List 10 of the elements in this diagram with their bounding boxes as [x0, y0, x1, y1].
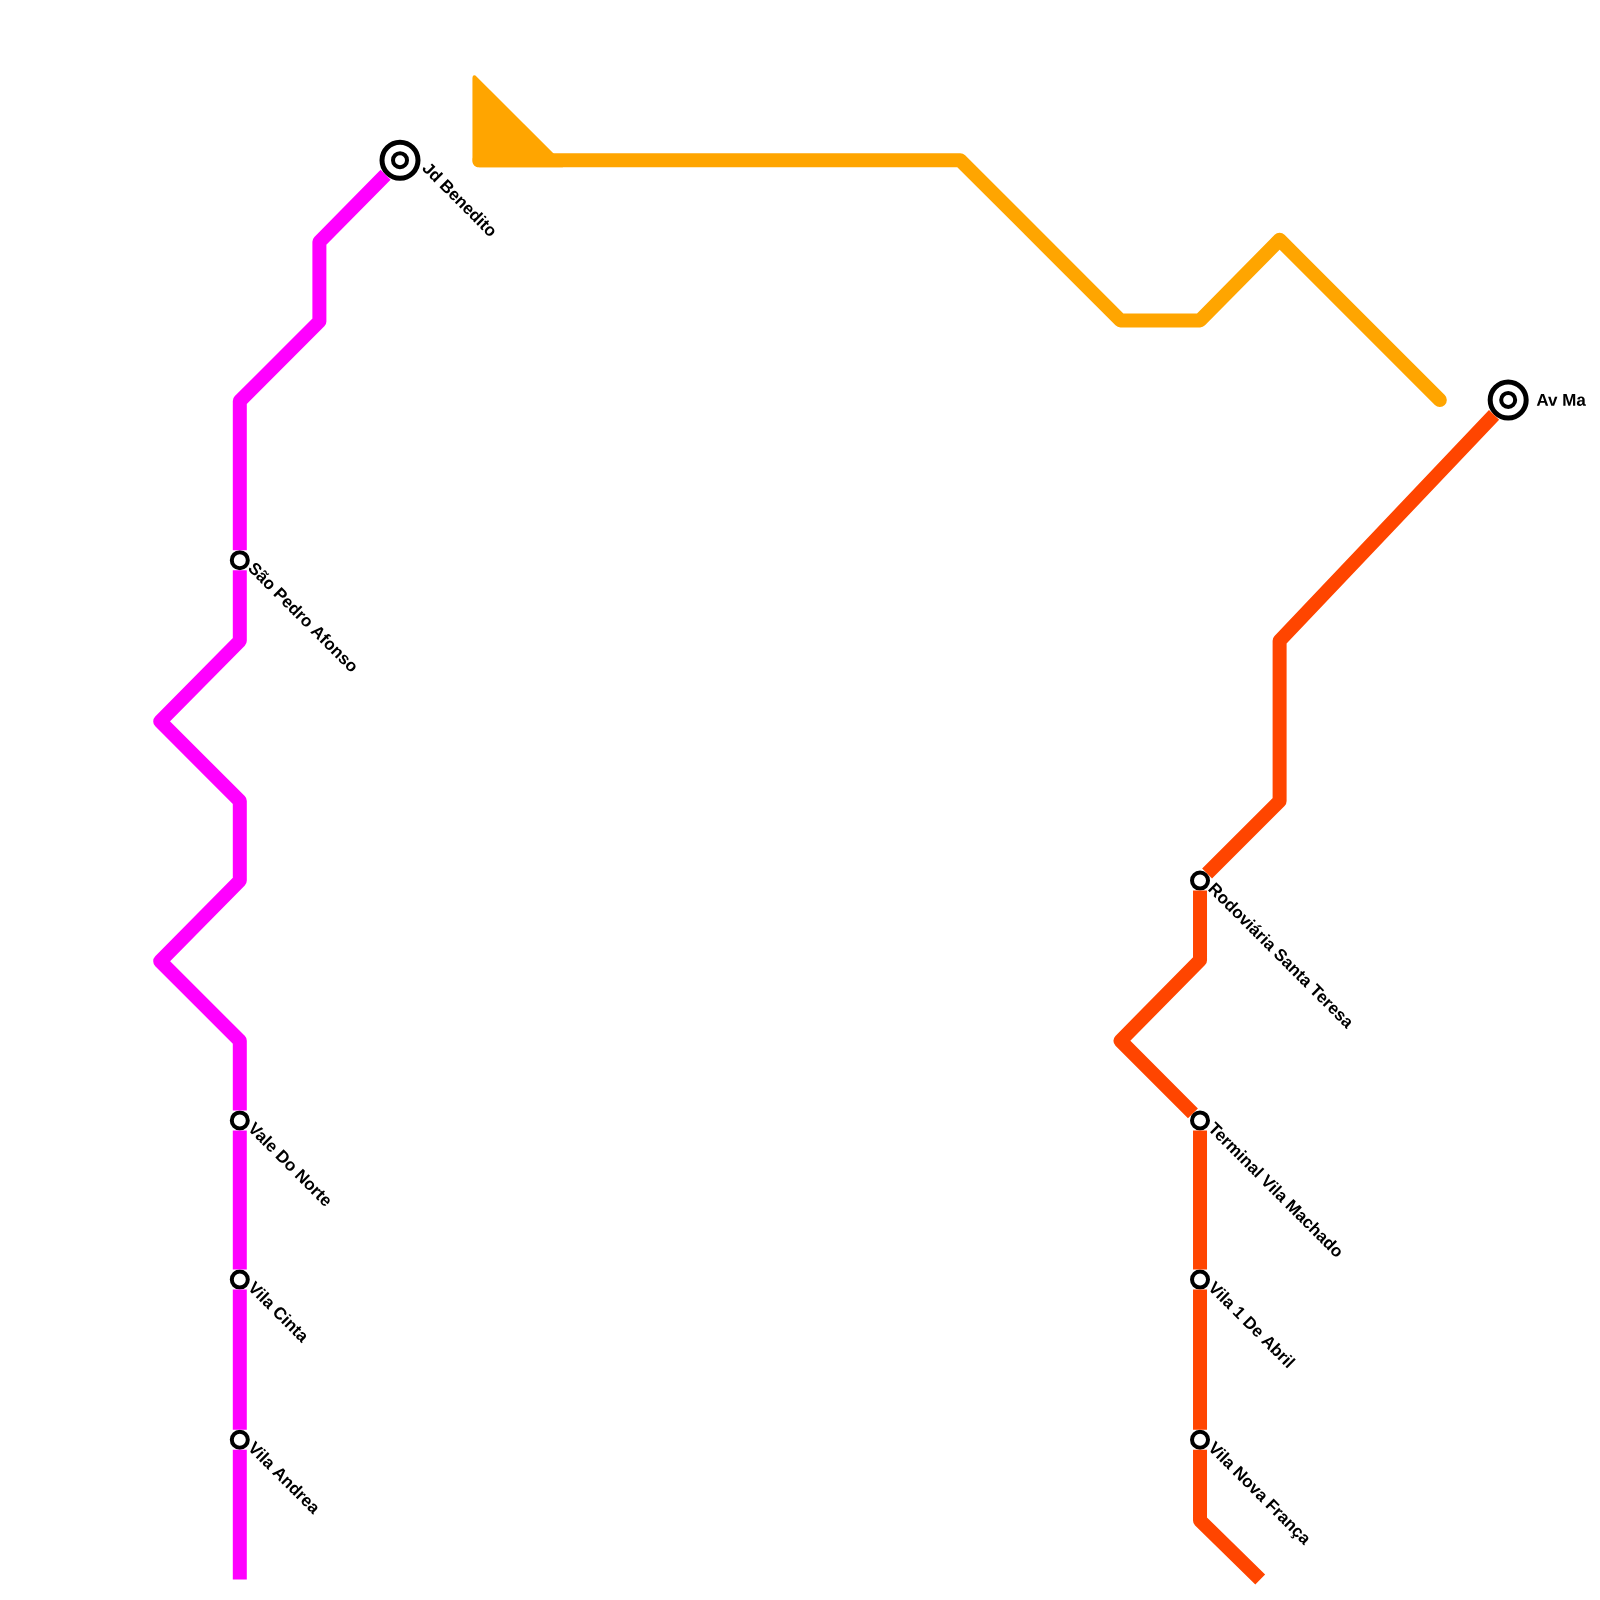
route-line [1193, 1449, 1266, 1585]
route-line [1193, 1130, 1207, 1270]
route-line [232, 1289, 247, 1430]
route-line [1193, 1289, 1207, 1430]
route-line [1202, 410, 1500, 879]
route-line [232, 169, 391, 551]
route-line [153, 570, 247, 1111]
route-line [1113, 890, 1207, 1119]
route-line [232, 1449, 247, 1580]
route-line [232, 1130, 247, 1270]
